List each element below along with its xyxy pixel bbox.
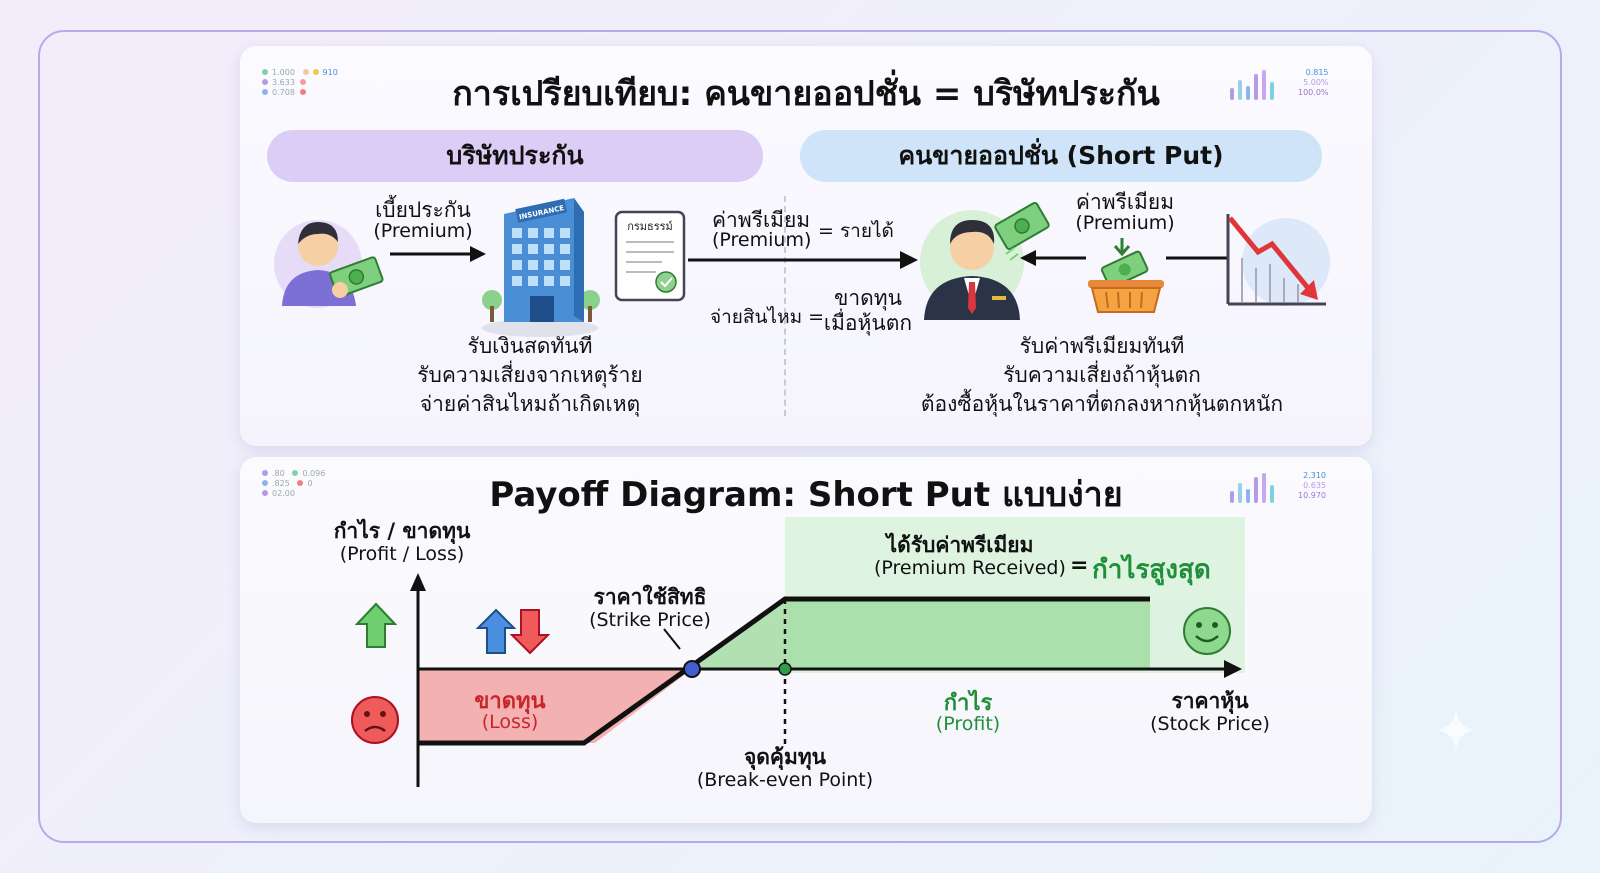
insurance-description: รับเงินสดทันที รับความเสี่ยงจากเหตุร้าย … [417,334,643,416]
premium-arrow-left [1020,250,1086,266]
strike-point [683,660,701,678]
comparison-panel: 1.000 910 3.633 0.708 0.815 5.00% 100.0%… [240,46,1372,446]
up-arrow-icon [354,602,398,648]
svg-text:กรมธรรม์: กรมธรรม์ [627,220,673,233]
premium-equals-income: = รายได้ [818,220,894,242]
strike-price-label: ราคาใช้สิทธิ [593,585,707,609]
falling-stock-chart-icon [1226,214,1330,306]
sparkle-icon [1436,710,1476,750]
payoff-diagram [351,517,1245,787]
x-axis-label: ราคาหุ้น [1171,689,1249,713]
claim-label: จ่ายสินไหม = [710,306,825,328]
profit-area [692,599,1150,669]
middle-premium-en: (Premium) [712,229,812,251]
max-profit-label: กำไรสูงสุด [1092,555,1211,585]
seller-premium-label: ค่าพรีเมียม [1075,190,1175,214]
short-put-header: คนขายออปชั่น (Short Put) [800,130,1322,182]
seller-premium-en: (Premium) [1075,212,1175,234]
customer-person-icon [274,220,384,308]
breakeven-point [778,662,792,676]
insurance-building-icon: INSURANCE [482,198,600,337]
premium-received-en: (Premium Received) [874,557,1066,579]
y-axis-label: กำไร / ขาดทุน [333,519,471,543]
premium-arrow-right [390,246,486,262]
seller-description: รับค่าพรีเมียมทันที รับความเสี่ยงถ้าหุ้น… [920,334,1284,416]
happy-face-icon [1183,607,1231,655]
up-down-arrows-icon [475,608,551,655]
decor-bars-right [1230,66,1285,100]
flow-line [1166,256,1228,260]
loss-label: ขาดทุน [474,689,546,714]
comparison-title: การเปรียบเทียบ: คนขายออปชั่น = บริษัทประ… [452,74,1160,114]
loss-when-stock-falls: ขาดทุน เมื่อหุ้นตก [823,286,913,335]
payoff-title: Payoff Diagram: Short Put แบบง่าย [489,475,1123,515]
loss-label-en: (Loss) [481,711,539,733]
profit-label-en: (Profit) [935,713,1001,735]
y-axis-label-en: (Profit / Loss) [339,543,465,565]
decor-stats-left: 1.000 910 3.633 0.708 [262,68,338,98]
insurance-header: บริษัทประกัน [267,130,763,182]
section-divider [784,196,786,416]
option-seller-icon [920,201,1050,320]
premium-flow-arrow [688,251,918,269]
middle-premium-label: ค่าพรีเมียม [712,208,811,232]
premium-basket-icon [1088,238,1164,313]
payoff-panel: .80 0.096 .825 0 02.00 2.310 0.635 10.97… [240,457,1372,823]
insurance-premium-en: (Premium) [373,220,473,242]
decor-stats-left: .80 0.096 .825 0 02.00 [262,469,325,499]
decor-stats-right: 0.815 5.00% 100.0% [1298,68,1329,97]
sad-face-icon [351,696,399,744]
premium-received-label: ได้รับค่าพรีเมียม [886,533,1034,557]
strike-price-label-en: (Strike Price) [589,609,711,631]
outer-frame [38,30,1562,843]
breakeven-label-en: (Break-even Point) [696,769,874,791]
x-axis-label-en: (Stock Price) [1150,713,1270,735]
loss-area [418,669,692,743]
profit-label: กำไร [943,691,993,716]
decor-bars-right [1230,471,1285,503]
breakeven-label: จุดคุ้มทุน [743,745,827,769]
policy-document-icon: กรมธรรม์ [614,210,686,302]
equals-sign: = [1070,553,1089,578]
insurance-premium-label: เบี้ยประกัน [375,198,471,222]
decor-stats-right: 2.310 0.635 10.970 [1298,471,1326,500]
